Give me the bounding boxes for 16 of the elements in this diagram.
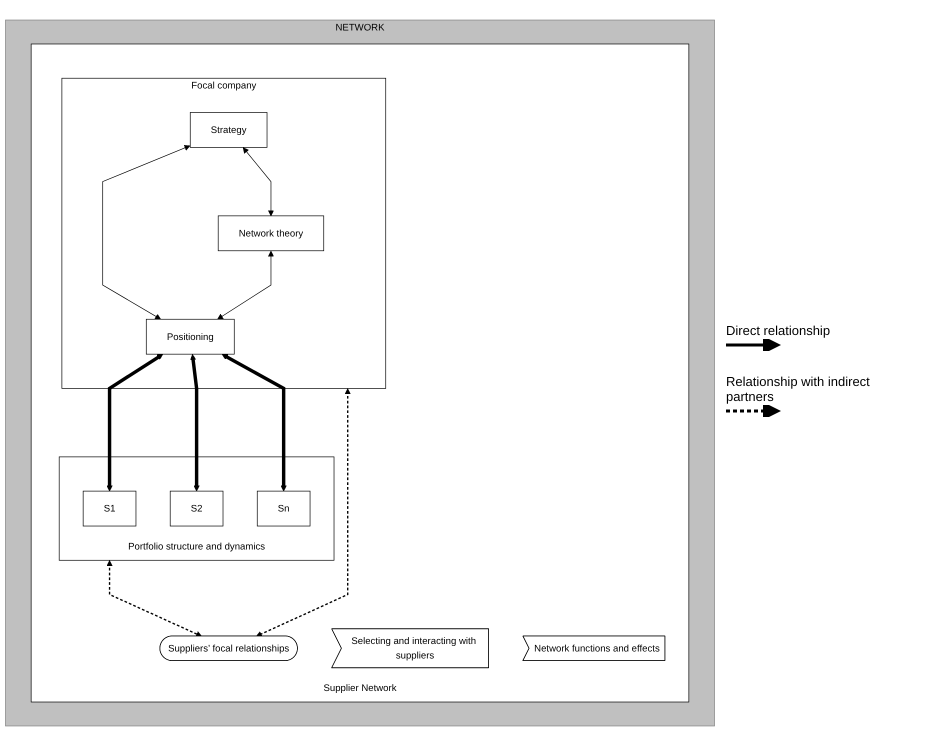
node-box: S2 (170, 490, 224, 526)
arrow (190, 354, 200, 491)
node-box: Network theory (218, 215, 324, 251)
node-box: Strategy (190, 112, 268, 148)
arrow (256, 388, 351, 636)
arrow (242, 146, 274, 216)
legend-text: Relationship with indirect partners (726, 374, 871, 404)
node-box: Positioning (146, 318, 235, 354)
arrow (217, 250, 274, 320)
arrow (106, 560, 202, 636)
legend-text: Direct relationship (726, 323, 832, 338)
arrow (222, 354, 287, 491)
arrow (102, 144, 190, 320)
node-box: Sn (256, 490, 310, 526)
node-box: S1 (82, 490, 136, 526)
arrow (106, 354, 164, 491)
